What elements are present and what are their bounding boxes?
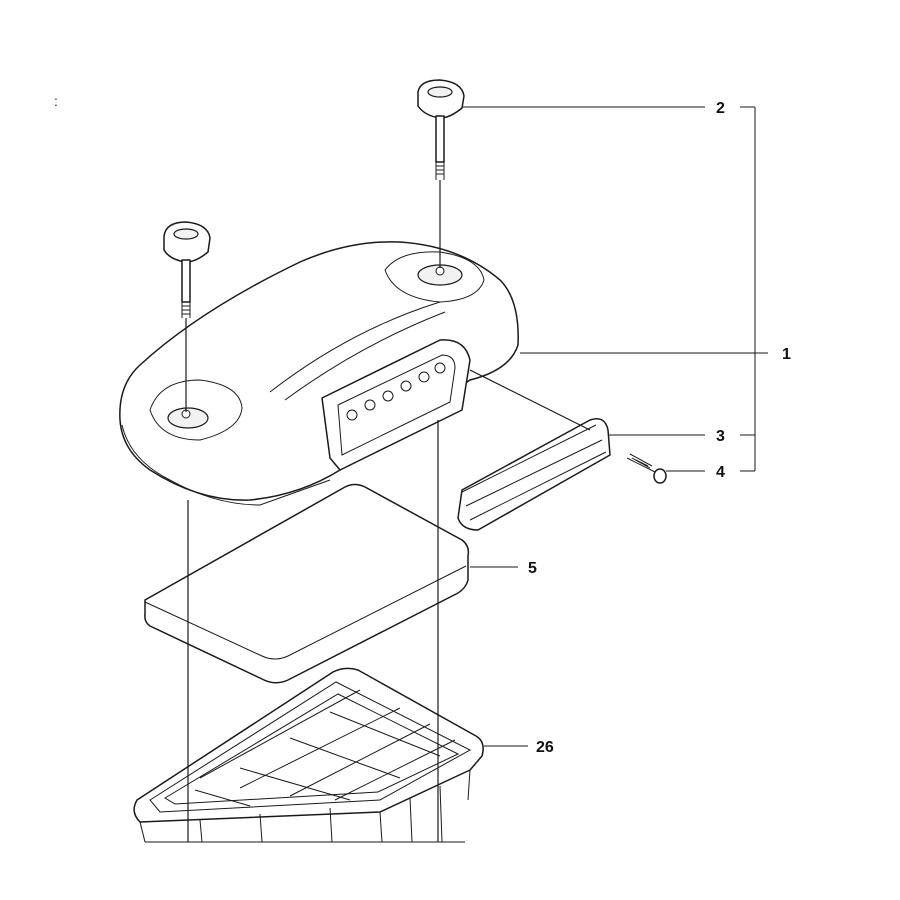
- knob-part-right: [417, 79, 465, 180]
- callout-4: 4: [716, 464, 725, 481]
- callouts: 2 1 3 4 5 26: [528, 100, 791, 756]
- callout-2: 2: [716, 100, 725, 117]
- air-filter-cover-part: [119, 241, 519, 506]
- callout-3: 3: [716, 428, 725, 445]
- knob-part-left: [163, 221, 211, 318]
- screw-part: [626, 453, 667, 484]
- callout-26: 26: [536, 739, 554, 756]
- filter-pad-part: [144, 483, 470, 684]
- stray-mark: :: [54, 93, 58, 109]
- handle-part: [457, 418, 611, 531]
- callout-5: 5: [528, 560, 537, 577]
- leader-lines: [462, 106, 768, 747]
- assembly-axes: [185, 180, 591, 842]
- filter-holder-part: [133, 667, 484, 843]
- callout-1: 1: [782, 346, 791, 363]
